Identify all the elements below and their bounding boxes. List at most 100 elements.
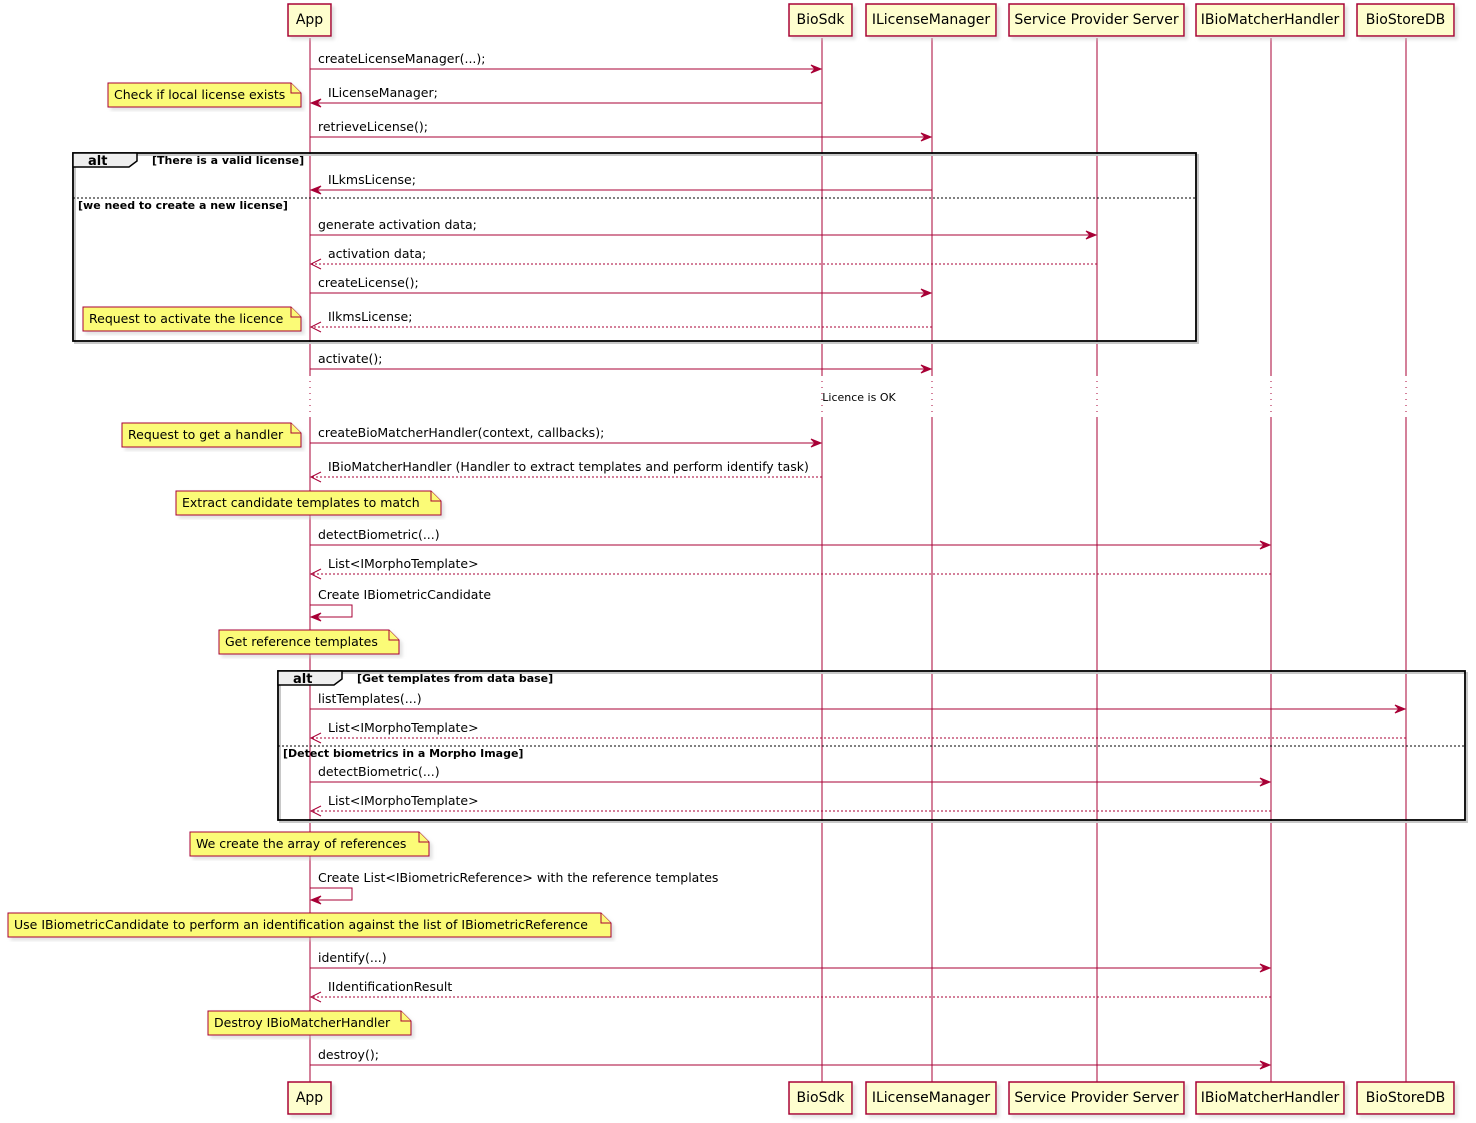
participant-sps-bottom: Service Provider Server	[1008, 1081, 1185, 1115]
arrow-head	[309, 258, 322, 270]
participant-box	[1008, 3, 1185, 37]
message-label: Create List<IBiometricReference> with th…	[318, 870, 718, 885]
arrow-head	[1259, 540, 1272, 550]
note: Extract candidate templates to match	[175, 490, 442, 516]
alt-frame-tab	[277, 670, 343, 686]
participant-biosdk-bottom: BioSdk	[788, 1081, 853, 1115]
alt-condition: [There is a valid license]	[152, 154, 304, 167]
note-body	[175, 490, 442, 516]
message-label: createLicenseManager(...);	[318, 51, 485, 66]
note-body	[107, 82, 302, 108]
participant-box	[788, 1081, 853, 1115]
note-text: Request to activate the licence	[89, 311, 284, 326]
message: generate activation data;	[310, 217, 1098, 240]
message-label: detectBiometric(...)	[318, 764, 440, 779]
participant-label: BioSdk	[797, 12, 846, 28]
message-label: ILkmsLicense;	[328, 172, 416, 187]
participant-bsdb-bottom: BioStoreDB	[1356, 1081, 1455, 1115]
participant-ilm-bottom: ILicenseManager	[865, 1081, 997, 1115]
participant-box	[287, 3, 332, 37]
note-body	[82, 306, 302, 332]
note-text: Check if local license exists	[114, 87, 285, 102]
message-label: generate activation data;	[318, 217, 477, 232]
note: We create the array of references	[189, 831, 430, 857]
note-body	[207, 1010, 412, 1036]
note-body	[218, 629, 400, 655]
message-label: retrieveLicense();	[318, 119, 428, 134]
message-label: IIdentificationResult	[328, 979, 452, 994]
message-label: List<IMorphoTemplate>	[328, 720, 479, 735]
message: activation data;	[309, 246, 1097, 270]
message: retrieveLicense();	[310, 119, 933, 142]
note-fold	[290, 307, 301, 318]
note-body	[7, 912, 612, 938]
note-text: We create the array of references	[196, 836, 406, 851]
participant-box	[1356, 3, 1455, 37]
note-fold	[290, 83, 301, 94]
participant-ilm-top: ILicenseManager	[865, 3, 997, 37]
message: detectBiometric(...)	[310, 764, 1272, 787]
message: List<IMorphoTemplate>	[309, 720, 1406, 744]
alt-keyword: alt	[293, 672, 312, 687]
participant-box	[1008, 1081, 1185, 1115]
note-fold	[400, 1011, 411, 1022]
participant-label: BioStoreDB	[1366, 12, 1445, 28]
arrow-head	[1259, 777, 1272, 787]
note: Check if local license exists	[107, 82, 302, 108]
arrow-head	[1394, 704, 1407, 714]
arrow-head	[309, 895, 322, 905]
participant-box	[865, 1081, 997, 1115]
message: IIdentificationResult	[309, 979, 1271, 1003]
message-label: createLicense();	[318, 275, 419, 290]
note-text: Use IBiometricCandidate to perform an id…	[14, 917, 588, 932]
arrow-head	[309, 991, 322, 1003]
note-text: Get reference templates	[225, 634, 378, 649]
message-label: activation data;	[328, 246, 426, 261]
note-text: Destroy IBioMatcherHandler	[214, 1015, 391, 1030]
arrow-head	[309, 805, 322, 817]
message: createLicense();	[310, 275, 933, 298]
participant-app-bottom: App	[287, 1081, 332, 1115]
participant-ibmh-bottom: IBioMatcherHandler	[1195, 1081, 1345, 1115]
message: IBioMatcherHandler (Handler to extract t…	[309, 459, 822, 483]
arrow-head	[309, 98, 322, 108]
message: List<IMorphoTemplate>	[309, 793, 1271, 817]
participant-ibmh-top: IBioMatcherHandler	[1195, 3, 1345, 37]
note-body	[189, 831, 430, 857]
message-label: identify(...)	[318, 950, 387, 965]
note-text: Request to get a handler	[128, 427, 284, 442]
arrow-head	[1259, 963, 1272, 973]
arrow-head	[309, 321, 322, 333]
arrow-head	[1085, 230, 1098, 240]
alt-frame-shadow	[74, 154, 1199, 344]
participant-label: App	[296, 12, 323, 28]
participant-sps-top: Service Provider Server	[1008, 3, 1185, 37]
participant-label: ILicenseManager	[872, 1090, 991, 1106]
message: IlkmsLicense;	[309, 309, 932, 333]
self-message-line	[310, 887, 353, 901]
note-fold	[600, 913, 611, 924]
message: destroy();	[310, 1047, 1272, 1070]
alt-frame: alt[There is a valid license][we need to…	[72, 152, 1199, 344]
arrow-head	[920, 132, 933, 142]
self-message-line	[310, 604, 353, 618]
arrow-head	[309, 185, 322, 195]
alt-frame-tab	[72, 152, 138, 168]
alt-else-condition: [Detect biometrics in a Morpho Image]	[283, 747, 523, 760]
message-label: IBioMatcherHandler (Handler to extract t…	[328, 459, 809, 474]
participant-label: BioSdk	[797, 1090, 846, 1106]
message: listTemplates(...)	[310, 691, 1407, 714]
message-label: listTemplates(...)	[318, 691, 422, 706]
note-fold	[418, 832, 429, 843]
participant-box	[1195, 3, 1345, 37]
participant-label: IBioMatcherHandler	[1201, 12, 1340, 28]
message: Create List<IBiometricReference> with th…	[309, 870, 718, 905]
alt-else-condition: [we need to create a new license]	[78, 199, 288, 212]
arrow-head	[309, 612, 322, 622]
alt-frame: alt[Get templates from data base][Detect…	[277, 670, 1468, 823]
participant-label: ILicenseManager	[872, 12, 991, 28]
delay-label: Licence is OK	[822, 391, 896, 404]
participant-box	[1195, 1081, 1345, 1115]
arrow-head	[309, 568, 322, 580]
message-label: List<IMorphoTemplate>	[328, 556, 479, 571]
